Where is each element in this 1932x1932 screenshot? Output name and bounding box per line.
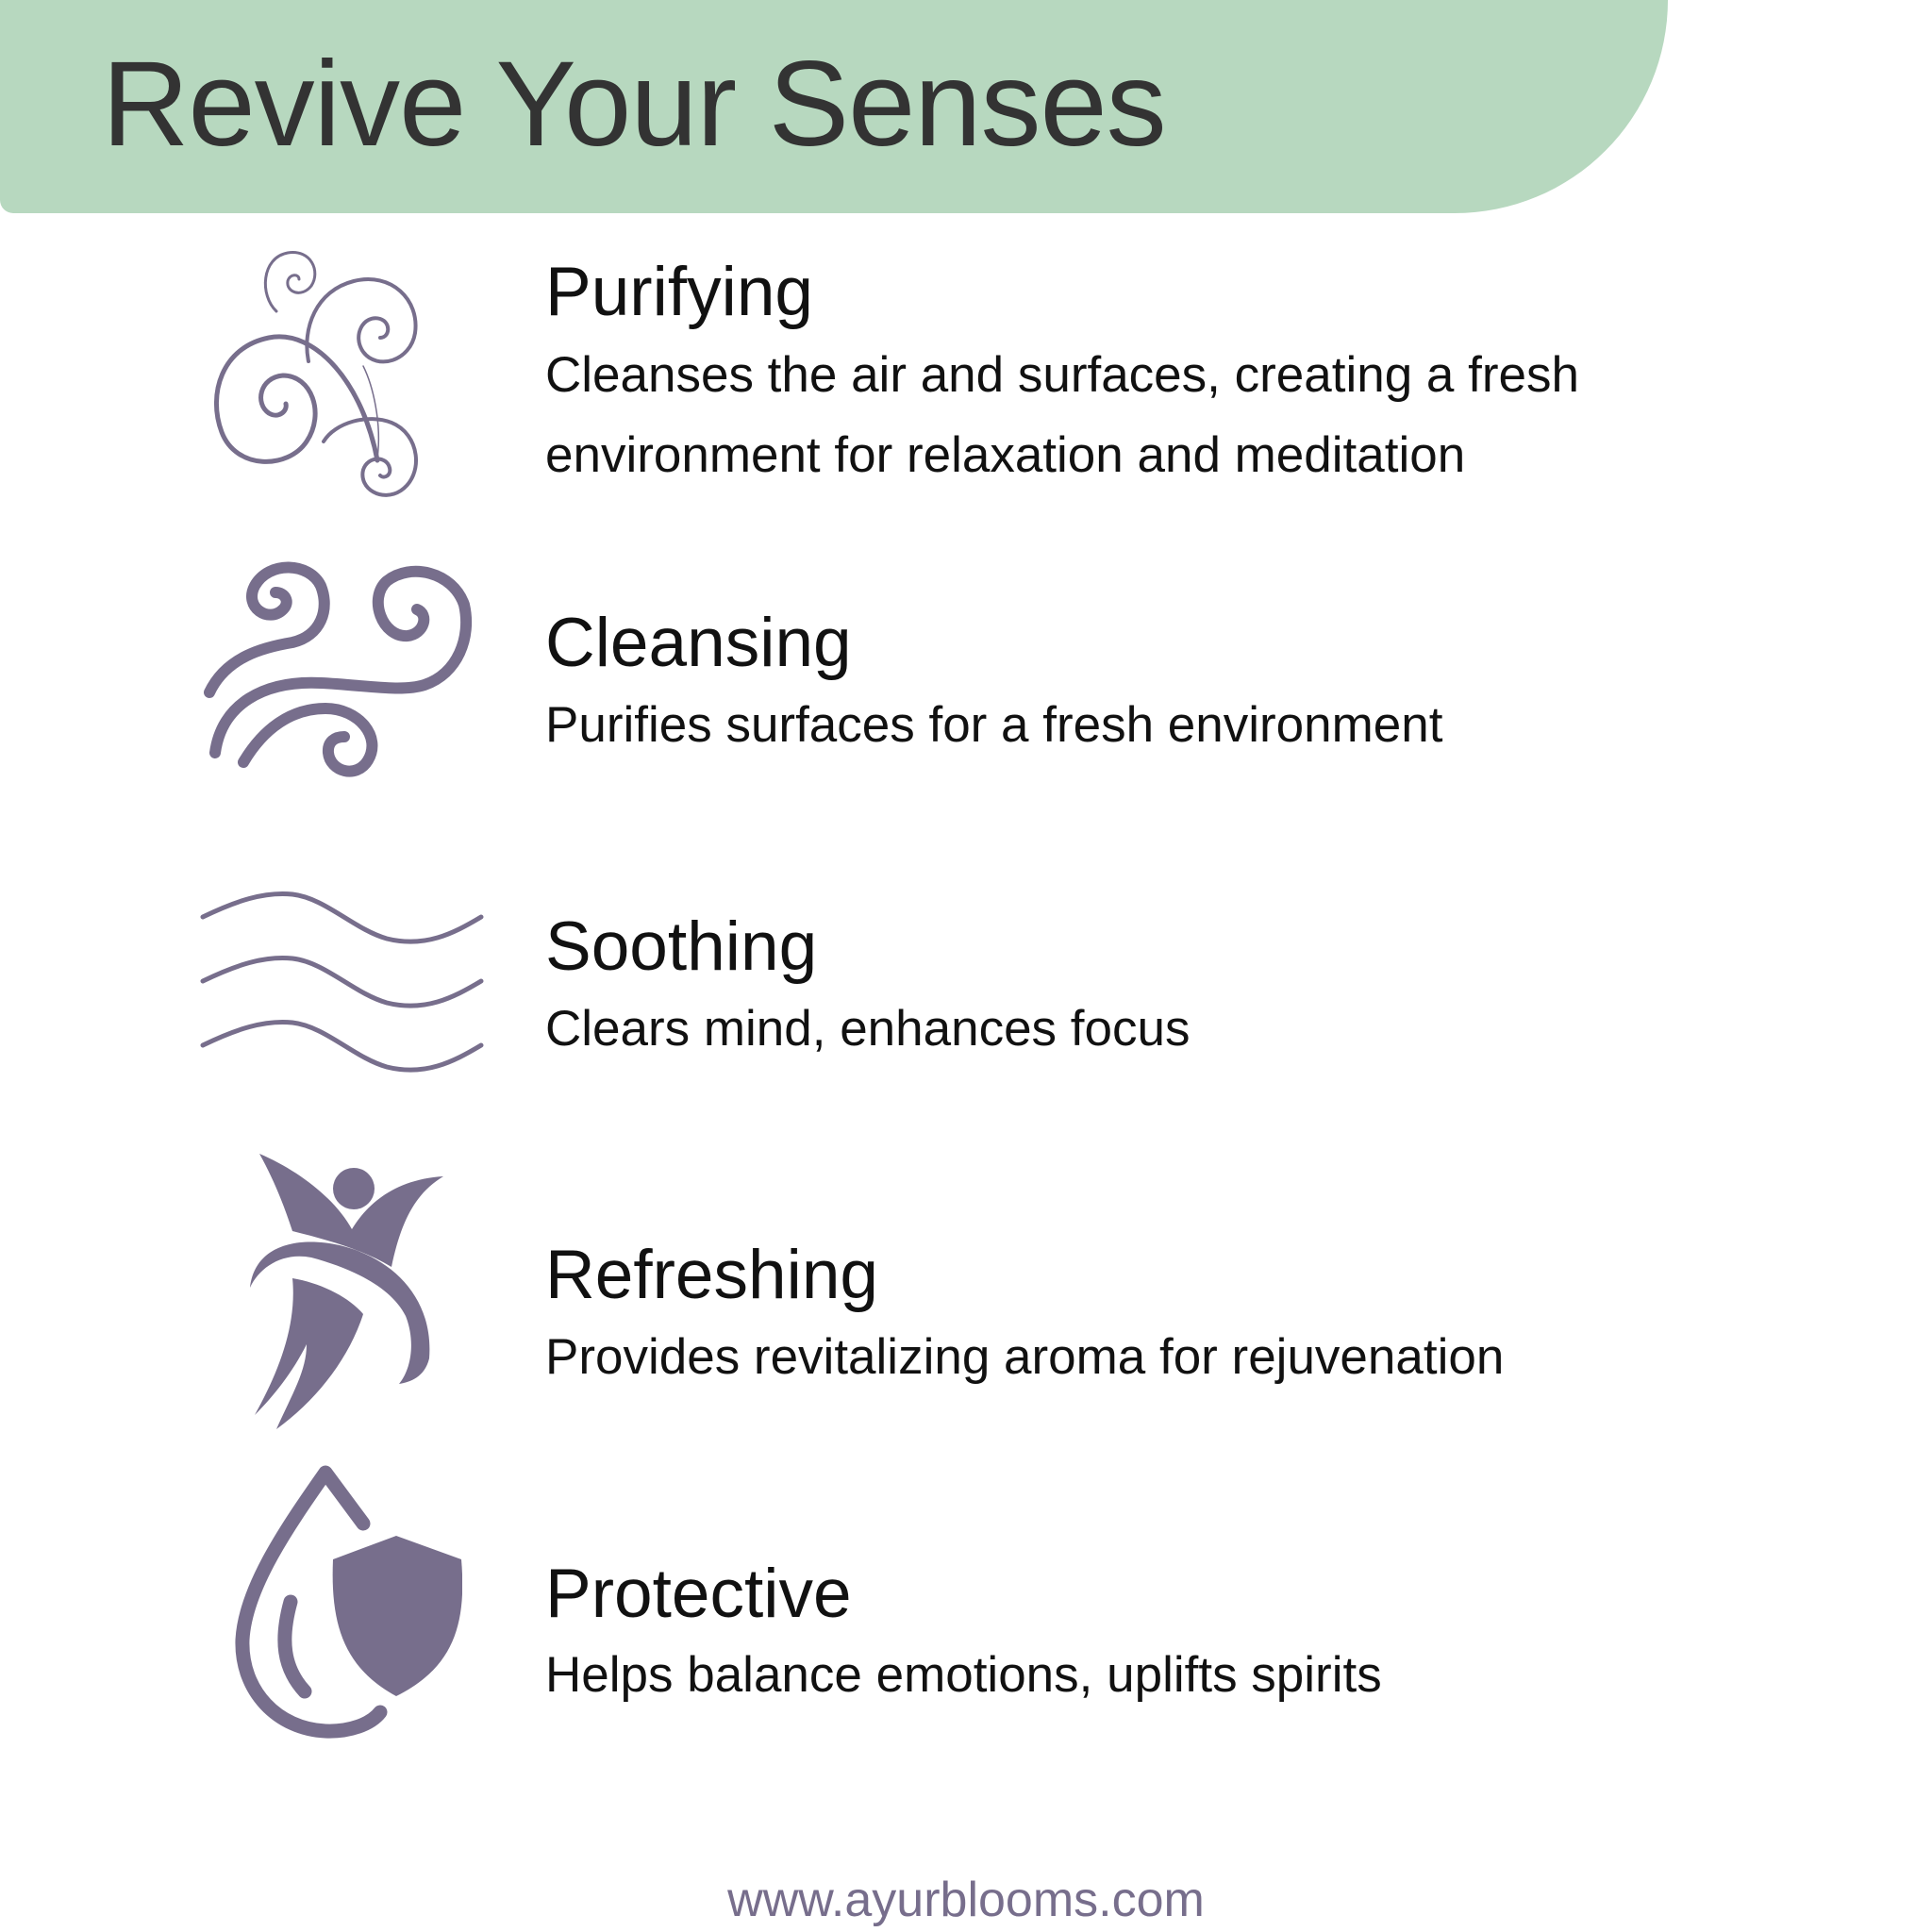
feature-description-refreshing: Provides revitalizing aroma for rejuvena…	[545, 1329, 1505, 1385]
wind-icon	[198, 553, 481, 789]
page-title: Revive Your Senses	[102, 37, 1167, 172]
feature-description-soothing: Clears mind, enhances focus	[545, 1001, 1191, 1057]
feature-description-cleansing: Purifies surfaces for a fresh environmen…	[545, 697, 1443, 753]
drop-shield-icon	[231, 1465, 462, 1739]
feature-description-protective: Helps balance emotions, uplifts spirits	[545, 1647, 1382, 1703]
feature-title-refreshing: Refreshing	[545, 1237, 879, 1313]
waves-icon	[198, 887, 491, 1075]
feature-title-soothing: Soothing	[545, 908, 818, 985]
feature-title-protective: Protective	[545, 1556, 852, 1632]
feature-description-purifying-line-2: environment for relaxation and meditatio…	[545, 427, 1466, 483]
leaping-person-icon	[241, 1146, 458, 1439]
feature-title-cleansing: Cleansing	[545, 605, 852, 681]
website-link[interactable]: www.ayurblooms.com	[727, 1873, 1205, 1927]
feature-title-purifying: Purifying	[545, 254, 814, 330]
feature-description-purifying-line-1: Cleanses the air and surfaces, creating …	[545, 347, 1579, 403]
header-banner	[0, 0, 1668, 213]
swirls-icon	[203, 243, 486, 508]
